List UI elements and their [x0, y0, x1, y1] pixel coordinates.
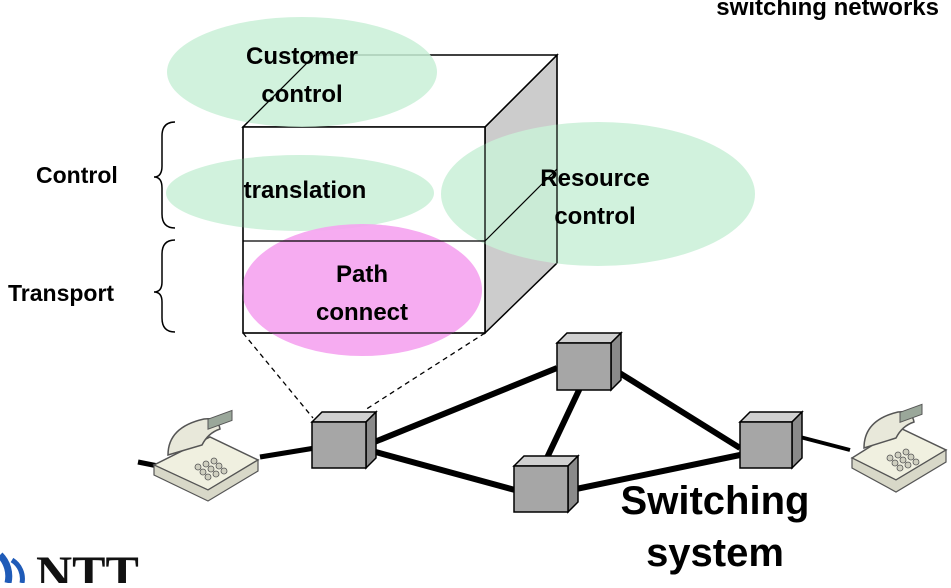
translation-ellipse [166, 155, 434, 231]
transport-layer-label: Transport [8, 280, 115, 306]
link [370, 365, 559, 446]
ntt-logo-text: NTT [36, 545, 139, 583]
path-connect-ellipse [242, 224, 482, 356]
switching-system-line2: system [646, 531, 784, 575]
switch-node-bottom [512, 454, 580, 514]
link [616, 369, 742, 451]
link [575, 452, 741, 492]
customer-control-label: Customer control [212, 38, 392, 114]
switch-node-right [738, 410, 804, 470]
ntt-logo: NTT [0, 545, 139, 588]
customer-control-line1: Customer [245, 43, 359, 70]
customer-control-ellipse [167, 17, 437, 127]
switching-system-line1: Switching [620, 479, 810, 523]
switch-node-left [310, 410, 378, 470]
translation-label: translation [243, 177, 367, 204]
control-layer-label: Control [36, 162, 118, 188]
phone-link-right [799, 435, 851, 452]
resource-control-label: Resource control [505, 160, 685, 236]
path-connect-line1: Path [335, 261, 388, 288]
projection-line [364, 332, 486, 411]
customer-control-line2: control [261, 81, 343, 108]
phone-link-left [259, 445, 316, 460]
transport-brace [153, 239, 176, 333]
resource-control-line2: control [554, 203, 636, 230]
resource-control-ellipse [441, 122, 755, 266]
cube-edge [484, 168, 558, 242]
resource-control-line1: Resource [540, 165, 650, 192]
switching-system-label: Switching system [590, 475, 840, 579]
cube-edge [484, 54, 558, 128]
telephone-left-icon [152, 409, 260, 502]
link [542, 386, 583, 464]
path-connect-label: Path connect [272, 256, 452, 332]
control-brace [153, 121, 176, 229]
projection-line [242, 332, 314, 419]
path-connect-line2: connect [315, 299, 408, 326]
switch-node-top [555, 331, 623, 392]
link [371, 448, 516, 493]
slide-title-fragment: switching networks [716, 0, 939, 21]
telephone-right-icon [850, 403, 948, 493]
cube-edge [242, 54, 316, 128]
